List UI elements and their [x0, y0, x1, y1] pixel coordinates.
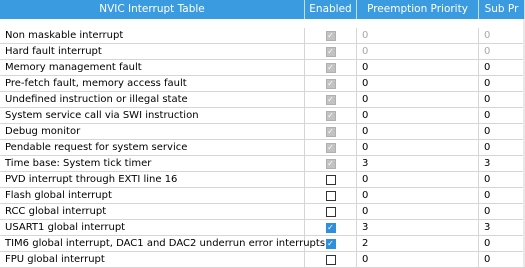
- enabled-checkbox-unchecked[interactable]: [325, 174, 336, 185]
- interrupt-name: Pre-fetch fault, memory access fault: [0, 76, 305, 91]
- sub-priority-value: 0: [479, 28, 525, 43]
- enabled-checkbox-locked: ✓: [325, 110, 336, 121]
- interrupt-name: System service call via SWI instruction: [0, 108, 305, 123]
- table-row[interactable]: System service call via SWI instruction ✓…: [0, 108, 525, 124]
- enabled-checkbox-checked[interactable]: ✓: [325, 222, 336, 233]
- preemption-priority-value[interactable]: 0: [357, 252, 479, 267]
- preemption-priority-value[interactable]: 0: [357, 124, 479, 139]
- preemption-priority-value: 0: [357, 44, 479, 59]
- sub-priority-value[interactable]: 0: [479, 236, 525, 251]
- preemption-priority-value[interactable]: 0: [357, 140, 479, 155]
- preemption-priority-value[interactable]: 3: [357, 220, 479, 235]
- sub-priority-value[interactable]: 0: [479, 172, 525, 187]
- sub-priority-value[interactable]: 0: [479, 188, 525, 203]
- column-header-name[interactable]: NVIC Interrupt Table: [0, 0, 305, 19]
- interrupt-name: Time base: System tick timer: [0, 156, 305, 171]
- enabled-checkbox-locked: ✓: [325, 78, 336, 89]
- enabled-cell: ✓: [305, 28, 357, 43]
- enabled-cell: ✓: [305, 140, 357, 155]
- enabled-checkbox-locked: ✓: [325, 158, 336, 169]
- enabled-cell: ✓: [305, 60, 357, 75]
- enabled-cell: ✓: [305, 76, 357, 91]
- sub-priority-value[interactable]: 3: [479, 220, 525, 235]
- enabled-cell: ✓: [305, 44, 357, 59]
- table-row[interactable]: Undefined instruction or illegal state ✓ 0…: [0, 92, 525, 108]
- enabled-cell: ✓: [305, 92, 357, 107]
- enabled-cell: [305, 252, 357, 267]
- column-header-sub-priority[interactable]: Sub Pr: [479, 0, 525, 19]
- enabled-cell: [305, 204, 357, 219]
- preemption-priority-value[interactable]: 0: [357, 92, 479, 107]
- interrupt-name: Memory management fault: [0, 60, 305, 75]
- interrupt-name: Undefined instruction or illegal state: [0, 92, 305, 107]
- preemption-priority-value[interactable]: 0: [357, 60, 479, 75]
- sub-priority-value[interactable]: 0: [479, 204, 525, 219]
- enabled-checkbox-unchecked[interactable]: [325, 190, 336, 201]
- enabled-checkbox-checked[interactable]: ✓: [325, 238, 336, 249]
- preemption-priority-value[interactable]: 0: [357, 76, 479, 91]
- enabled-checkbox-locked: ✓: [325, 126, 336, 137]
- sub-priority-value[interactable]: 0: [479, 252, 525, 267]
- preemption-priority-value[interactable]: 0: [357, 172, 479, 187]
- sub-priority-value[interactable]: 0: [479, 124, 525, 139]
- sub-priority-value[interactable]: 3: [479, 156, 525, 171]
- table-row[interactable]: TIM6 global interrupt, DAC1 and DAC2 und…: [0, 236, 525, 252]
- enabled-cell: ✓: [305, 220, 357, 235]
- enabled-checkbox-locked: ✓: [325, 142, 336, 153]
- preemption-priority-value[interactable]: 0: [357, 188, 479, 203]
- enabled-cell: ✓: [305, 124, 357, 139]
- enabled-checkbox-locked: ✓: [325, 62, 336, 73]
- enabled-checkbox-unchecked[interactable]: [325, 206, 336, 217]
- sub-priority-value[interactable]: 0: [479, 108, 525, 123]
- enabled-checkbox-unchecked[interactable]: [325, 254, 336, 265]
- enabled-checkbox-locked: ✓: [325, 46, 336, 57]
- enabled-checkbox-locked: ✓: [325, 94, 336, 105]
- vertical-scrollbar[interactable]: [523, 19, 525, 267]
- interrupt-name: Non maskable interrupt: [0, 28, 305, 43]
- interrupt-name: TIM6 global interrupt, DAC1 and DAC2 und…: [0, 236, 325, 251]
- column-header-preemption-priority[interactable]: Preemption Priority: [357, 0, 479, 19]
- interrupt-name: FPU global interrupt: [0, 252, 305, 267]
- sub-priority-value: 0: [479, 44, 525, 59]
- column-header-enabled[interactable]: Enabled: [305, 0, 357, 19]
- table-spacer: [0, 19, 525, 28]
- preemption-priority-value[interactable]: 3: [357, 156, 479, 171]
- sub-priority-value[interactable]: 0: [479, 92, 525, 107]
- enabled-cell: ✓: [305, 236, 357, 251]
- enabled-cell: ✓: [305, 108, 357, 123]
- preemption-priority-value[interactable]: 0: [357, 204, 479, 219]
- interrupt-name: Hard fault interrupt: [0, 44, 305, 59]
- sub-priority-value[interactable]: 0: [479, 76, 525, 91]
- table-header-row: NVIC Interrupt Table Enabled Preemption …: [0, 0, 525, 19]
- enabled-cell: ✓: [305, 156, 357, 171]
- preemption-priority-value[interactable]: 2: [357, 236, 479, 251]
- preemption-priority-value: 0: [357, 28, 479, 43]
- interrupt-name: USART1 global interrupt: [0, 220, 305, 235]
- enabled-cell: [305, 188, 357, 203]
- interrupt-name: Flash global interrupt: [0, 188, 305, 203]
- interrupt-name: RCC global interrupt: [0, 204, 305, 219]
- enabled-cell: [305, 172, 357, 187]
- sub-priority-value[interactable]: 0: [479, 60, 525, 75]
- enabled-checkbox-locked: ✓: [325, 30, 336, 41]
- interrupt-name: Debug monitor: [0, 124, 305, 139]
- interrupt-name: Pendable request for system service: [0, 140, 305, 155]
- sub-priority-value[interactable]: 0: [479, 140, 525, 155]
- preemption-priority-value[interactable]: 0: [357, 108, 479, 123]
- interrupt-name: PVD interrupt through EXTI line 16: [0, 172, 305, 187]
